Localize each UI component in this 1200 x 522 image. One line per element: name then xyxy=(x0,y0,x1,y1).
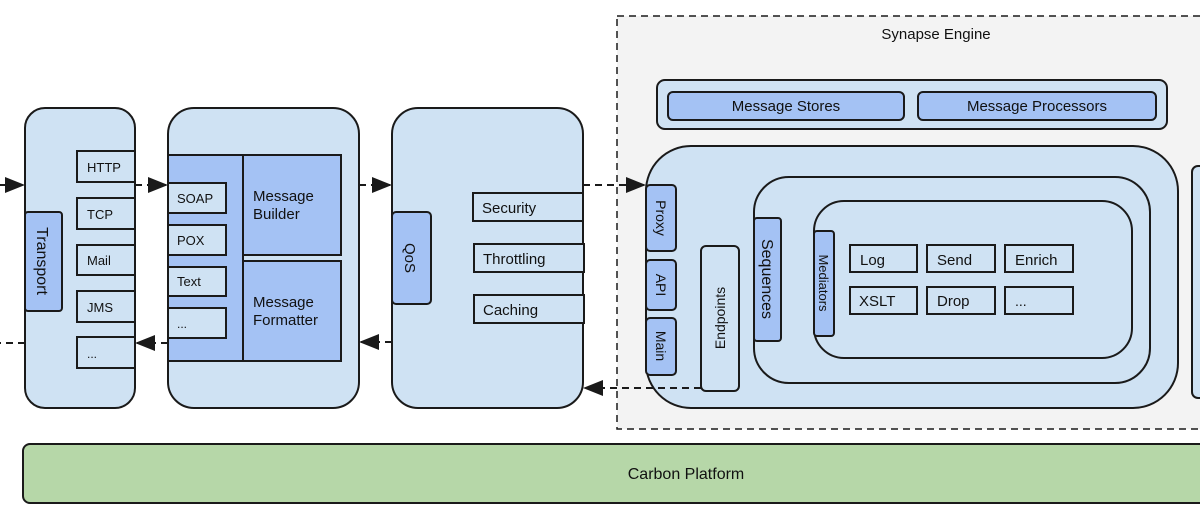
proxy-box xyxy=(645,184,677,252)
mediators-label: Mediators xyxy=(816,254,831,312)
mediator-items: Log Send Enrich XSLT Drop ... xyxy=(849,244,1074,315)
carbon-platform-label: Carbon Platform xyxy=(628,466,745,483)
format-item-text-label: Text xyxy=(177,274,201,289)
message-formatter-line1: Message xyxy=(253,294,314,311)
transport-item-http xyxy=(76,150,136,183)
transport-item-http-label: HTTP xyxy=(87,160,121,175)
mediators-label-box xyxy=(813,230,835,337)
mediator-log-label: Log xyxy=(860,252,885,269)
mediator-xslt-label: XSLT xyxy=(859,293,895,310)
message-builder-line1: Message xyxy=(253,188,314,205)
transport-item-mail xyxy=(76,244,136,276)
qos-item-throttling-label: Throttling xyxy=(483,251,546,268)
transport-block: Transport HTTP TCP Mail JMS ... xyxy=(24,107,136,409)
qos-item-security xyxy=(472,192,584,222)
message-formatter-line2: Formatter xyxy=(253,312,318,329)
mediator-more xyxy=(1004,286,1074,315)
message-stores-label: Message Stores xyxy=(732,98,840,115)
mediator-more-label: ... xyxy=(1015,293,1027,309)
main-label: Main xyxy=(653,331,669,361)
format-item-more xyxy=(167,307,227,339)
sequences-label-box xyxy=(753,217,782,342)
transport-item-more xyxy=(76,336,136,369)
transport-items: HTTP TCP Mail JMS ... xyxy=(76,150,136,369)
qos-item-caching-label: Caching xyxy=(483,302,538,319)
transport-item-mail-label: Mail xyxy=(87,253,111,268)
mediator-log xyxy=(849,244,918,273)
format-item-more-label: ... xyxy=(177,317,187,331)
qos-item-caching xyxy=(473,294,585,324)
flow-arrows xyxy=(0,177,701,396)
api-box xyxy=(645,259,677,311)
message-builder-line2: Builder xyxy=(253,206,300,223)
message-formatter-box xyxy=(242,260,342,362)
mediator-drop-label: Drop xyxy=(937,293,970,310)
format-item-soap-label: SOAP xyxy=(177,191,213,206)
right-edge-box xyxy=(1191,165,1200,399)
message-stores-box xyxy=(667,91,905,121)
qos-block: QoS Security Throttling Caching xyxy=(391,107,585,409)
format-item-text xyxy=(167,266,227,297)
endpoints-box xyxy=(700,245,740,392)
mediator-drop xyxy=(926,286,996,315)
message-processors-box xyxy=(917,91,1157,121)
main-box xyxy=(645,317,677,376)
sequences-label: Sequences xyxy=(758,239,775,319)
synapse-engine-title: Synapse Engine xyxy=(881,26,990,43)
mediator-enrich-label: Enrich xyxy=(1015,252,1058,269)
message-processors-label: Message Processors xyxy=(967,98,1107,115)
mediator-send-label: Send xyxy=(937,252,972,269)
transport-item-jms xyxy=(76,290,136,323)
transport-label-box xyxy=(24,211,63,312)
mediator-enrich xyxy=(1004,244,1074,273)
qos-item-security-label: Security xyxy=(482,200,537,217)
transport-label: Transport xyxy=(33,227,50,295)
message-block: Message Builder Message Formatter SOAP P… xyxy=(167,107,360,409)
format-item-pox-label: POX xyxy=(177,233,205,248)
mediation-container: Proxy API Main Endpoints Sequences Media… xyxy=(645,145,1179,409)
format-item-soap xyxy=(167,182,227,214)
transport-item-more-label: ... xyxy=(87,347,97,361)
format-items: SOAP POX Text ... xyxy=(167,182,227,339)
qos-label: QoS xyxy=(401,243,418,273)
mediators-container xyxy=(813,200,1133,359)
message-builder-box xyxy=(242,154,342,256)
stores-processors-bar: Message Stores Message Processors xyxy=(656,79,1168,130)
transport-item-jms-label: JMS xyxy=(87,300,113,315)
endpoints-label: Endpoints xyxy=(712,287,728,349)
format-item-pox xyxy=(167,224,227,256)
carbon-platform: Carbon Platform xyxy=(22,443,1200,504)
mediator-send xyxy=(926,244,996,273)
proxy-label: Proxy xyxy=(653,200,669,236)
transport-item-tcp-label: TCP xyxy=(87,207,113,222)
qos-label-box xyxy=(391,211,432,305)
transport-item-tcp xyxy=(76,197,136,230)
qos-item-throttling xyxy=(473,243,585,273)
mediator-xslt xyxy=(849,286,918,315)
carbon-platform-bar xyxy=(22,443,1200,504)
api-label: API xyxy=(653,274,669,297)
